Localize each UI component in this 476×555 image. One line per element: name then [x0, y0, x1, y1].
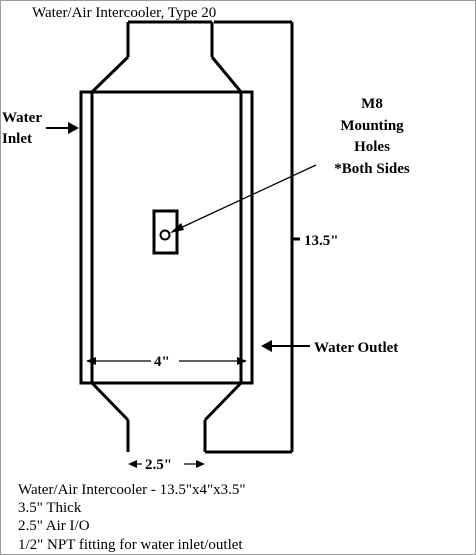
water-inlet-arrow: [46, 122, 79, 134]
width-dimension: [86, 352, 247, 368]
spec-line: 3.5" Thick: [18, 500, 82, 516]
intercooler-body: [79, 20, 254, 452]
core-outer: [79, 90, 254, 385]
spec-line: Water/Air Intercooler - 13.5"x4"x3.5": [18, 482, 246, 498]
bottom-taper-left: [90, 381, 130, 422]
top-taper-left: [90, 55, 130, 94]
spec-line: 2.5" Air I/O: [18, 518, 90, 534]
water-inlet-label-line1: Water: [2, 110, 42, 126]
port-dimension-label: 2.5": [145, 457, 172, 473]
mounting-label-line2: Mounting: [340, 118, 404, 134]
mounting-label-line3: Holes: [354, 139, 390, 155]
water-inlet-label-line2: Inlet: [2, 131, 32, 147]
bottom-taper-right: [203, 381, 243, 422]
mounting-leader-arrow: [170, 164, 317, 233]
width-dimension-label: 4": [154, 354, 170, 370]
mounting-label-line4: *Both Sides: [334, 161, 410, 177]
height-dimension-label: 13.5": [304, 233, 339, 249]
spec-line: 1/2" NPT fitting for water inlet/outlet: [18, 537, 243, 553]
mounting-label-line1: M8: [361, 96, 383, 112]
height-dimension: [205, 20, 300, 454]
mounting-hole-icon: [159, 229, 171, 241]
mounting-bracket: [152, 209, 179, 255]
port-dimension: [128, 456, 205, 472]
water-outlet-arrow: [261, 340, 310, 352]
diagram-title: Water/Air Intercooler, Type 20: [32, 5, 216, 21]
water-outlet-label: Water Outlet: [314, 340, 398, 356]
top-taper-right: [210, 56, 243, 93]
